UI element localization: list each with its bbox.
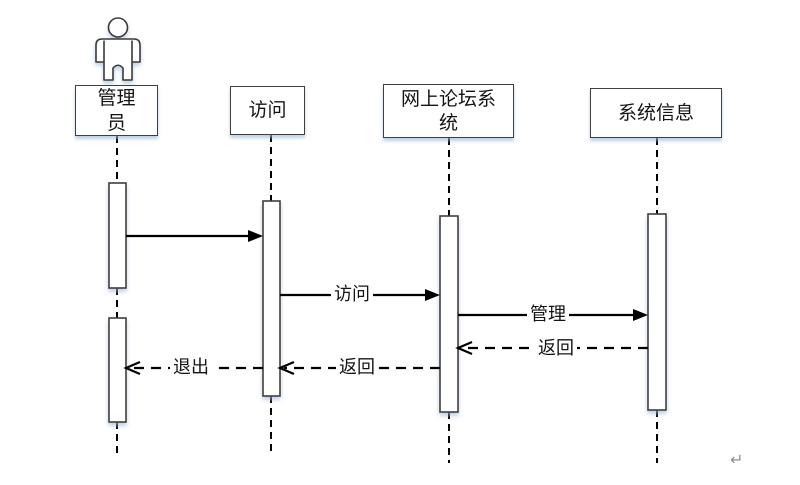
lifeline-label-access: 访问 <box>248 99 287 122</box>
lifeline-header-access: 访问 <box>230 86 305 135</box>
lifeline-label-sysinfo: 系统信息 <box>617 101 694 124</box>
message-label-manage: 管理 <box>527 300 569 326</box>
solid-messages-group <box>126 230 648 321</box>
activation-bars-group <box>108 182 667 423</box>
activation-bar-admin-2 <box>108 317 127 423</box>
arrowhead-access-to-forum <box>425 289 440 301</box>
lifeline-label-admin: 管理 员 <box>97 87 136 134</box>
message-label-exit: 退出 <box>170 353 212 379</box>
lifeline-header-forum: 网上论坛系 统 <box>383 84 514 138</box>
activation-bar-sysinfo <box>647 213 667 411</box>
lifeline-label-forum: 网上论坛系 统 <box>400 87 496 134</box>
actor-body <box>95 38 141 81</box>
activation-bar-forum <box>439 215 459 413</box>
arrowhead-forum-to-sysinfo <box>633 309 648 321</box>
actor-icon <box>95 17 141 81</box>
actor-head <box>107 17 129 38</box>
paragraph-mark: ↵ <box>730 450 744 469</box>
message-label-return-forum: 返回 <box>336 353 378 379</box>
message-label-access: 访问 <box>331 280 373 306</box>
activation-bar-access <box>262 200 281 397</box>
lifeline-header-admin: 管理 员 <box>75 85 158 136</box>
arrowhead-admin-to-access <box>248 230 263 242</box>
lifeline-header-sysinfo: 系统信息 <box>590 88 722 138</box>
lifelines-group <box>116 135 658 463</box>
activation-bar-admin-1 <box>108 182 127 289</box>
arrowhead-sysinfo-return <box>455 340 473 356</box>
arrowhead-forum-return <box>277 360 295 376</box>
arrowhead-access-exit <box>123 360 141 376</box>
message-label-return-sysinfo: 返回 <box>535 334 577 360</box>
